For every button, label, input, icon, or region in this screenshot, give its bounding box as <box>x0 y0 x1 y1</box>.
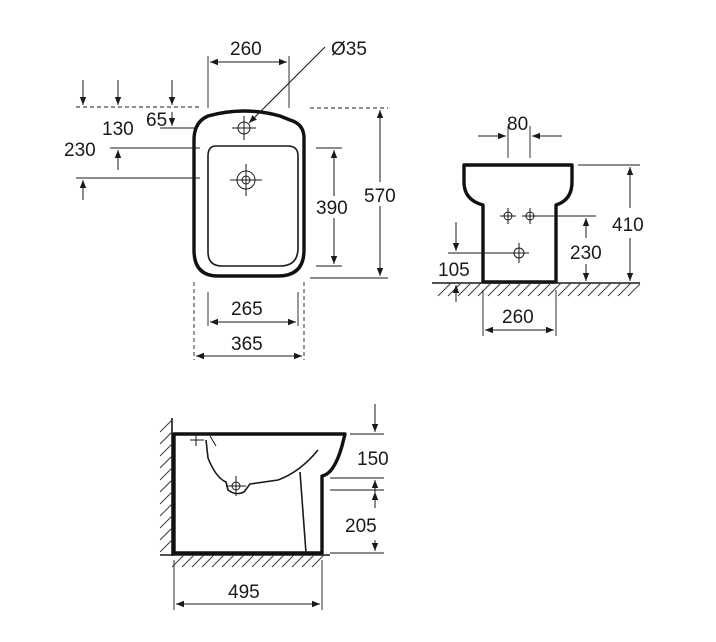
side-floor-hatch <box>171 554 325 568</box>
front-tap-hole-left-icon <box>500 208 516 224</box>
dim-570-label: 570 <box>364 186 396 207</box>
dim-205-label: 205 <box>345 516 377 537</box>
side-drain-icon <box>226 476 246 496</box>
top-view-outer-outline <box>192 109 306 278</box>
dim-495-label: 495 <box>228 582 260 603</box>
front-drain-icon <box>509 243 529 263</box>
side-view-pedestal-line <box>299 471 307 554</box>
dim-65-label: 65 <box>146 110 167 131</box>
top-view: 260 Ø35 230 130 65 390 570 <box>64 39 396 360</box>
side-view: 150 205 495 <box>159 404 389 610</box>
front-view: 80 410 230 105 260 <box>432 114 644 336</box>
dim-150-label: 150 <box>357 449 389 470</box>
drain-hole-icon <box>230 164 262 196</box>
tap-hole-icon <box>232 116 256 140</box>
dim-105-label: 105 <box>438 260 470 281</box>
dim-left-230-label: 230 <box>64 140 96 161</box>
side-view-outline <box>172 432 347 555</box>
dim-390-label: 390 <box>316 198 348 219</box>
dim-365-label: 365 <box>231 334 263 355</box>
front-tap-hole-right-icon <box>522 208 538 224</box>
dim-80-label: 80 <box>507 114 528 135</box>
front-floor-hatch <box>437 282 641 297</box>
side-tap-icon <box>190 434 217 447</box>
dim-410-label: 410 <box>612 215 644 236</box>
side-wall-hatch <box>159 419 173 553</box>
dim-top-width-label: 260 <box>230 39 262 60</box>
dim-130-label: 130 <box>102 119 134 140</box>
dim-front-260-label: 260 <box>502 307 534 328</box>
front-view-outline <box>462 163 574 284</box>
dim-front-230-label: 230 <box>570 243 602 264</box>
dim-hole-diameter-label: Ø35 <box>331 39 367 60</box>
top-view-inner-bowl <box>207 145 299 267</box>
dim-265-label: 265 <box>231 299 263 320</box>
